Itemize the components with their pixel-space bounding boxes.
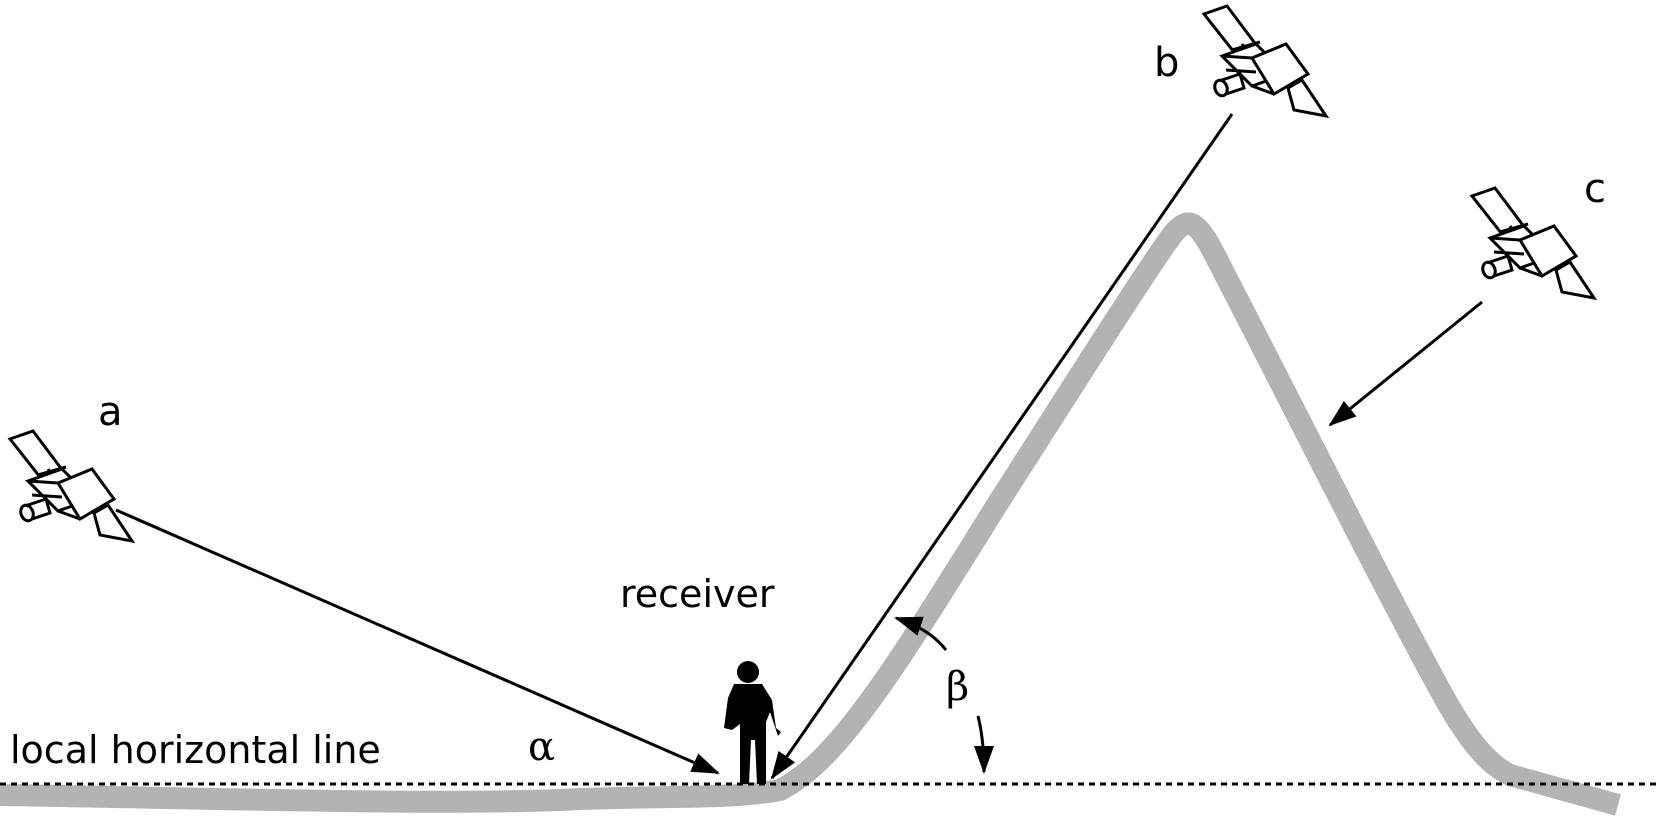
terrain-profile <box>0 212 1621 816</box>
person-silhouette-icon <box>724 661 781 784</box>
satellite-b-label: b <box>1154 40 1179 86</box>
satellite-icon <box>8 429 134 543</box>
beta-angle-label: β <box>946 664 969 710</box>
satellite-icon <box>1470 186 1596 300</box>
satellite-a-label: a <box>98 389 123 435</box>
horizon-label: local horizontal line <box>10 728 381 772</box>
receiver-label: receiver <box>620 572 775 616</box>
satellite-c-label: c <box>1584 166 1606 212</box>
signal-b <box>770 113 1234 780</box>
beta-arc-arrow-down <box>973 715 994 774</box>
signal-c <box>1328 300 1483 427</box>
satellite-icon <box>1202 4 1328 118</box>
beta-arc-arrow-up <box>894 616 948 651</box>
alpha-angle-label: α <box>528 724 555 770</box>
signal-a <box>115 508 720 775</box>
